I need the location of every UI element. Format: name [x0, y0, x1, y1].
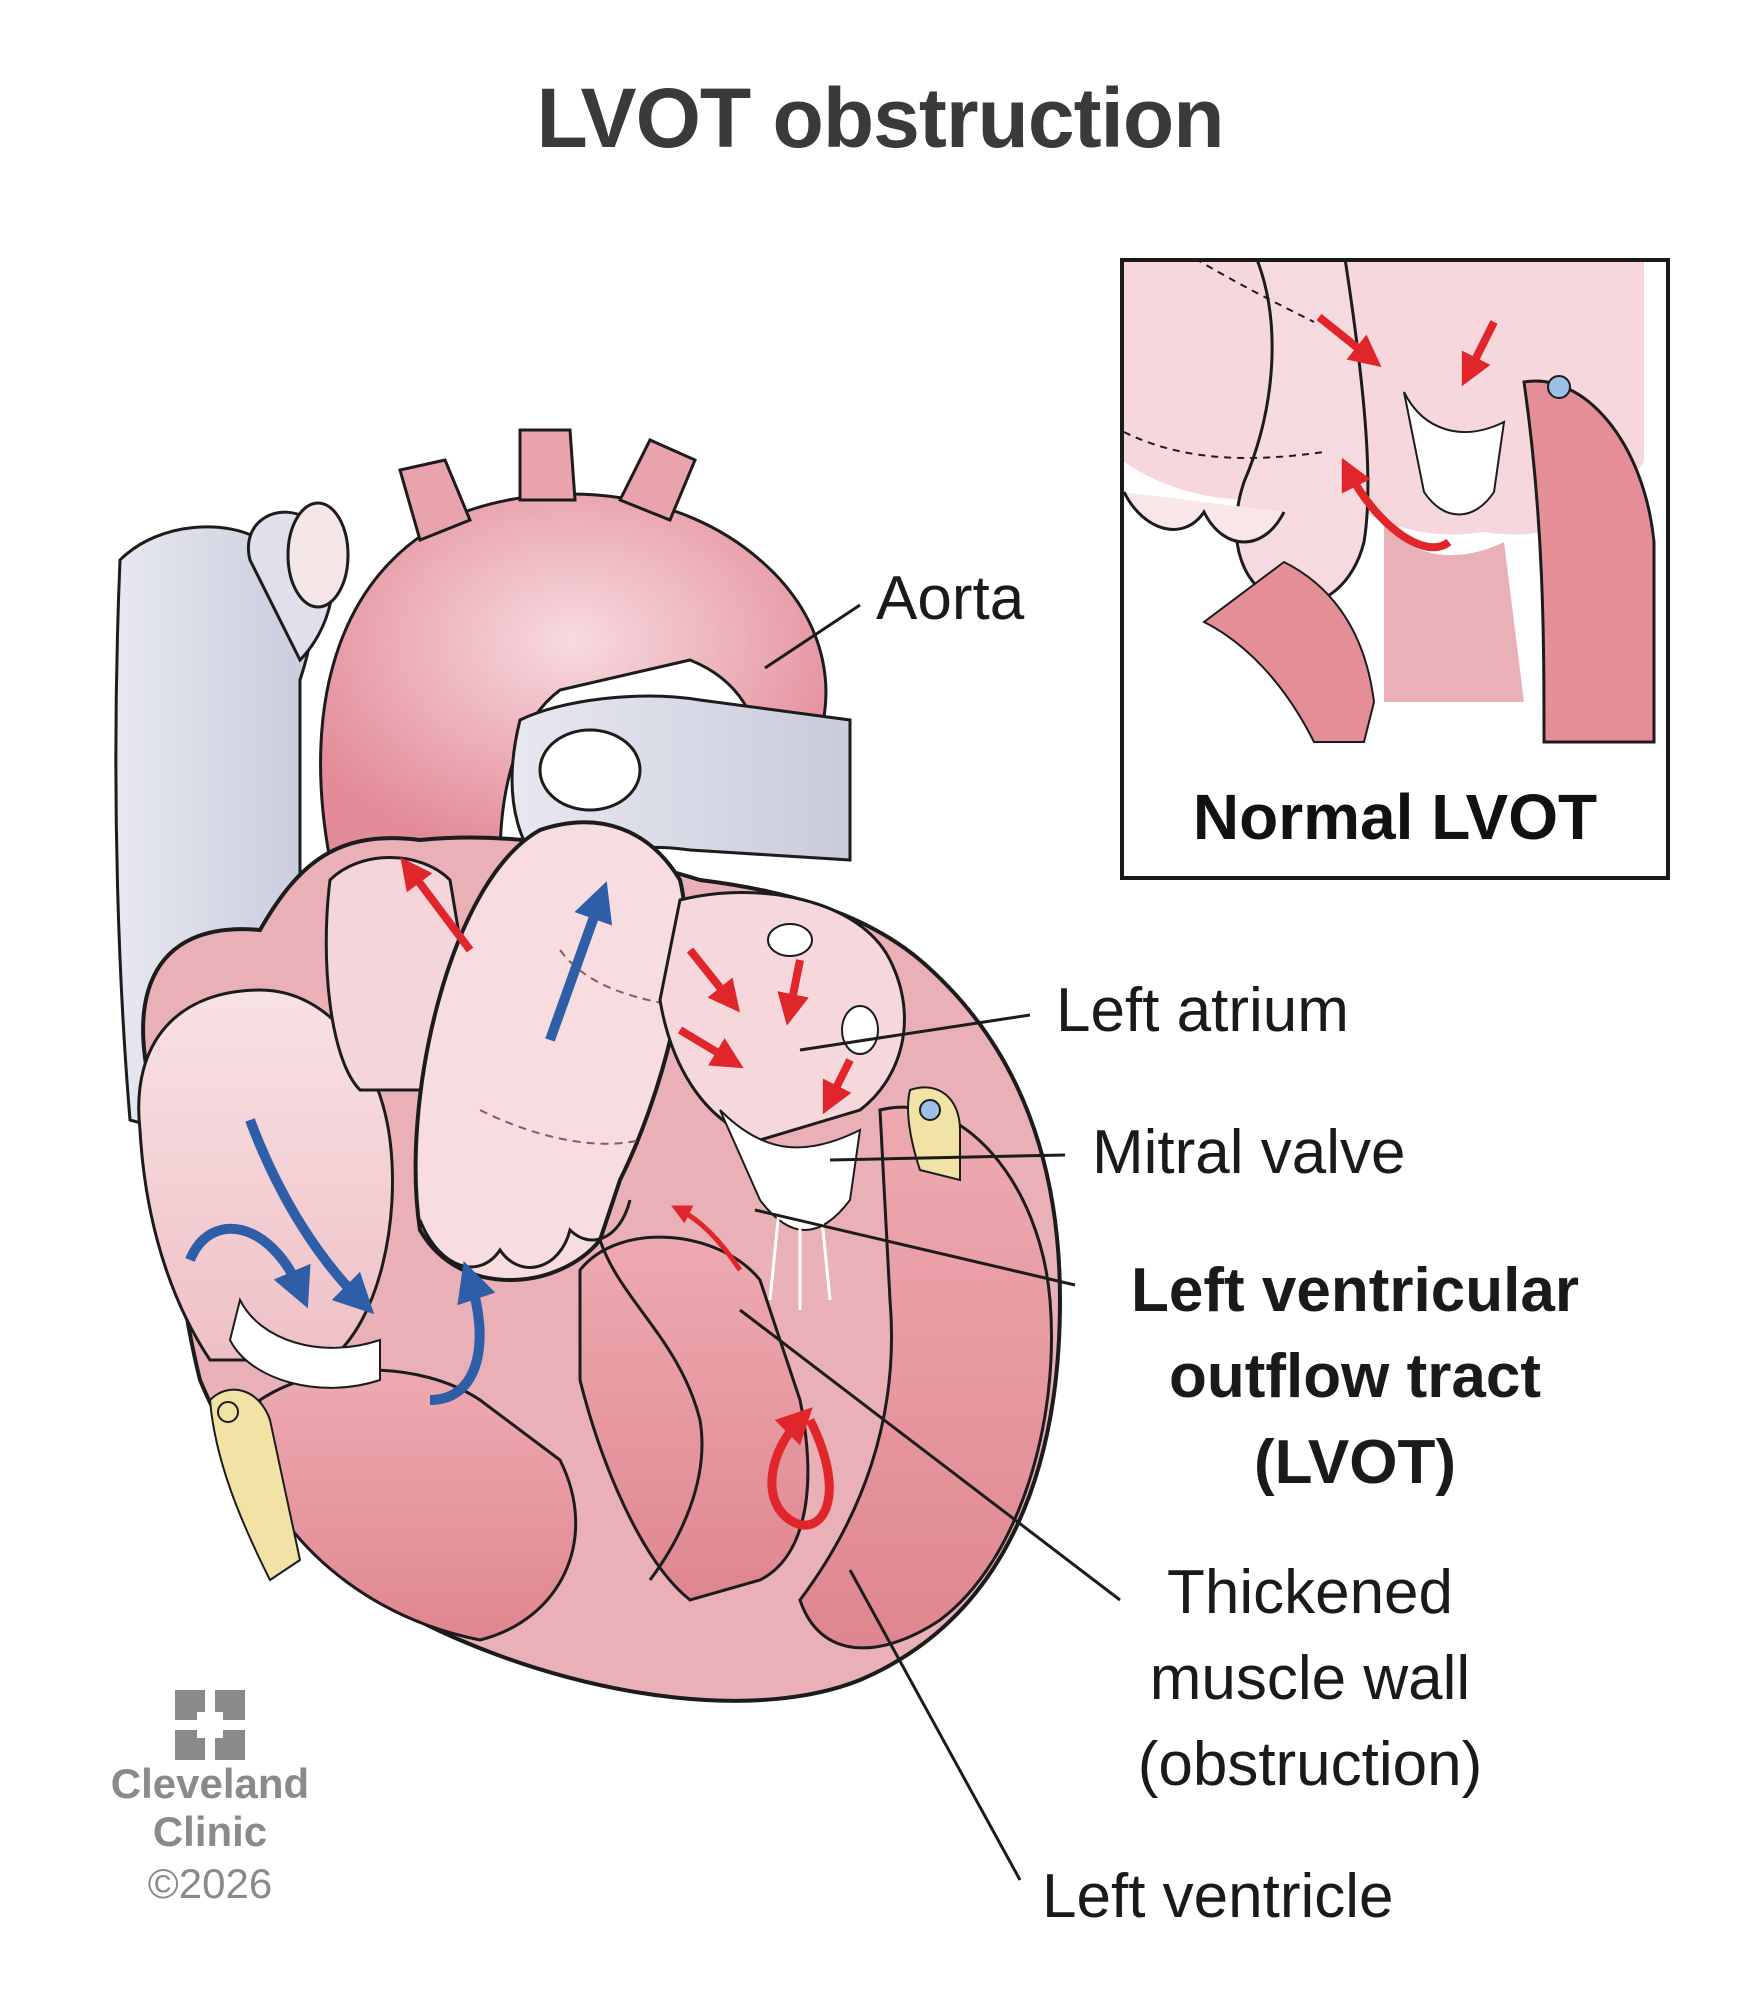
label-thickened-line2: muscle wall [1149, 1644, 1471, 1713]
leader-thickened-wall [739, 1308, 1121, 1602]
logo-line2: Clinic [152, 1808, 268, 1855]
page-title: LVOT obstruction [536, 71, 1224, 165]
red-arrow-la-2 [777, 959, 809, 1026]
inset-red-arrow-1 [1316, 313, 1382, 367]
leader-aorta [764, 603, 861, 670]
interventricular-septum [598, 1239, 704, 1581]
red-arrow-la-1 [686, 947, 740, 1013]
blue-arrow-ra-1 [185, 1223, 311, 1309]
label-lvot: Left ventricular outflow tract (LVOT) [1095, 1248, 1615, 1506]
coronary-vessel-left [217, 1401, 239, 1423]
leader-mitral-valve [829, 1153, 1066, 1162]
label-thickened-line3: (obstruction) [1137, 1730, 1483, 1799]
aortic-branch-3 [617, 438, 697, 522]
label-lvot-line1: Left ventricular [1131, 1256, 1579, 1325]
inset-aortic-cusps [1124, 491, 1286, 544]
red-arrow-aortic-1 [400, 857, 474, 953]
coronary-fat-left [208, 1388, 302, 1582]
inset-illustration [1124, 262, 1666, 876]
inset-normal-lvot: Normal LVOT [1120, 258, 1670, 880]
inset-red-arrow-2 [1461, 320, 1498, 387]
aortic-branch-2 [518, 428, 577, 502]
red-arrow-lv-loop [767, 1407, 834, 1530]
inset-mitral-leaflets [1403, 391, 1506, 516]
blue-arrow-pulmonary [545, 881, 613, 1042]
label-aorta: Aorta [876, 564, 1025, 633]
label-lvot-line3: (LVOT) [1253, 1428, 1456, 1497]
red-arrow-la-3 [677, 1026, 744, 1069]
label-thickened-wall: Thickened muscle wall (obstruction) [1100, 1550, 1520, 1808]
blue-arrow-rv [429, 1261, 496, 1405]
right-ventricle-muscle [258, 1368, 578, 1642]
aortic-root-seam-2 [559, 949, 701, 1011]
logo-line1: Cleveland [110, 1760, 310, 1807]
left-ventricle-wall [798, 1105, 1054, 1650]
label-left-ventricle: Left ventricle [1042, 1862, 1394, 1931]
inset-caption: Normal LVOT [1192, 781, 1598, 853]
tricuspid-leaflets [228, 1297, 381, 1389]
aortic-root [413, 820, 688, 1282]
inset-septum [1202, 560, 1376, 743]
coronary-vessel-right [919, 1099, 941, 1121]
label-left-atrium: Left atrium [1056, 976, 1349, 1045]
pulmonary-vein-opening-1 [767, 923, 813, 957]
red-arrow-la-4 [822, 1058, 854, 1115]
leader-lvot [754, 1208, 1076, 1287]
label-mitral-valve: Mitral valve [1092, 1118, 1406, 1187]
leader-left-ventricle [848, 1569, 1022, 1881]
red-arrow-lvot [671, 1205, 743, 1272]
cleveland-clinic-logo-icon [175, 1690, 245, 1760]
inset-dashed-seam-2 [1198, 262, 1315, 323]
blue-arrow-ra-2 [245, 1118, 375, 1315]
inset-lv-cavity [1384, 522, 1524, 702]
leader-left-atrium [799, 1013, 1031, 1052]
pulmonary-vein-opening-2 [841, 1005, 879, 1055]
mitral-valve-leaflets [719, 1109, 862, 1231]
inset-coronary-vessel [1547, 375, 1571, 399]
label-lvot-line2: outflow tract [1169, 1342, 1541, 1411]
pulmonary-opening [538, 728, 642, 812]
label-thickened-line1: Thickened [1166, 1558, 1454, 1627]
aortic-branch-1 [398, 458, 472, 543]
inset-red-arrow-3 [1341, 457, 1452, 552]
inset-lv-wall [1522, 379, 1656, 744]
logo-year: ©2026 [147, 1860, 273, 1907]
vessel-opening [286, 501, 350, 609]
aortic-arch [319, 492, 828, 862]
